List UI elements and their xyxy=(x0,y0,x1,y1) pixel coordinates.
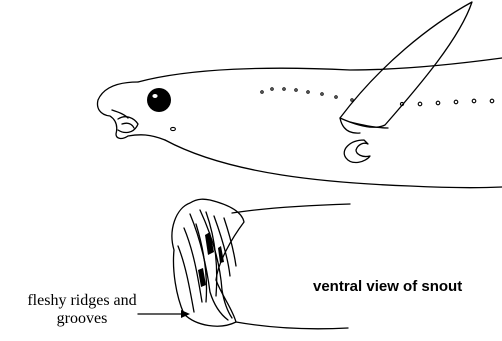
snout-ridge-7 xyxy=(206,212,217,296)
gill-crescent xyxy=(344,140,370,162)
fleshy-ridges-label-line-2: grooves xyxy=(2,310,162,328)
body-dorsal-outline xyxy=(138,58,502,82)
leader-arrowhead xyxy=(181,310,190,318)
groove-mark-3 xyxy=(218,246,224,263)
lateral-line-pore xyxy=(490,99,494,103)
fin-base xyxy=(340,118,360,133)
fleshy-ridges-label-line-1: fleshy ridges and xyxy=(2,292,162,310)
lateral-line-pore xyxy=(295,89,297,91)
nostril-pore xyxy=(171,127,176,130)
lateral-line-pore xyxy=(436,101,440,105)
mouth-opening xyxy=(122,123,134,128)
lateral-line-pore xyxy=(351,99,353,101)
body-ventral-outline xyxy=(165,140,502,188)
ventral-view-label: ventral view of snout xyxy=(313,278,462,295)
snout-ventral-body-top xyxy=(232,204,350,213)
lateral-line-pore xyxy=(454,100,458,104)
lateral-line-pore xyxy=(335,96,337,98)
mouth-jaw xyxy=(118,117,138,133)
lateral-line-pore xyxy=(418,102,422,106)
snout-ventral-body-bottom xyxy=(236,322,348,329)
fleshy-ridges-label: fleshy ridges and grooves xyxy=(2,292,162,328)
chin-notch xyxy=(112,110,128,118)
lateral-line-pore xyxy=(400,102,403,105)
lateral-line-pore xyxy=(321,93,323,95)
eye-highlight xyxy=(152,94,157,98)
eye xyxy=(147,88,171,112)
lateral-line-pore xyxy=(283,88,285,90)
lateral-line-pore xyxy=(307,91,309,93)
lateral-line-pore xyxy=(472,99,476,103)
lateral-line-pore xyxy=(271,88,273,90)
lateral-line-pore xyxy=(261,91,263,93)
dark-grooves xyxy=(198,232,224,287)
snout-ridge-4 xyxy=(178,246,194,312)
